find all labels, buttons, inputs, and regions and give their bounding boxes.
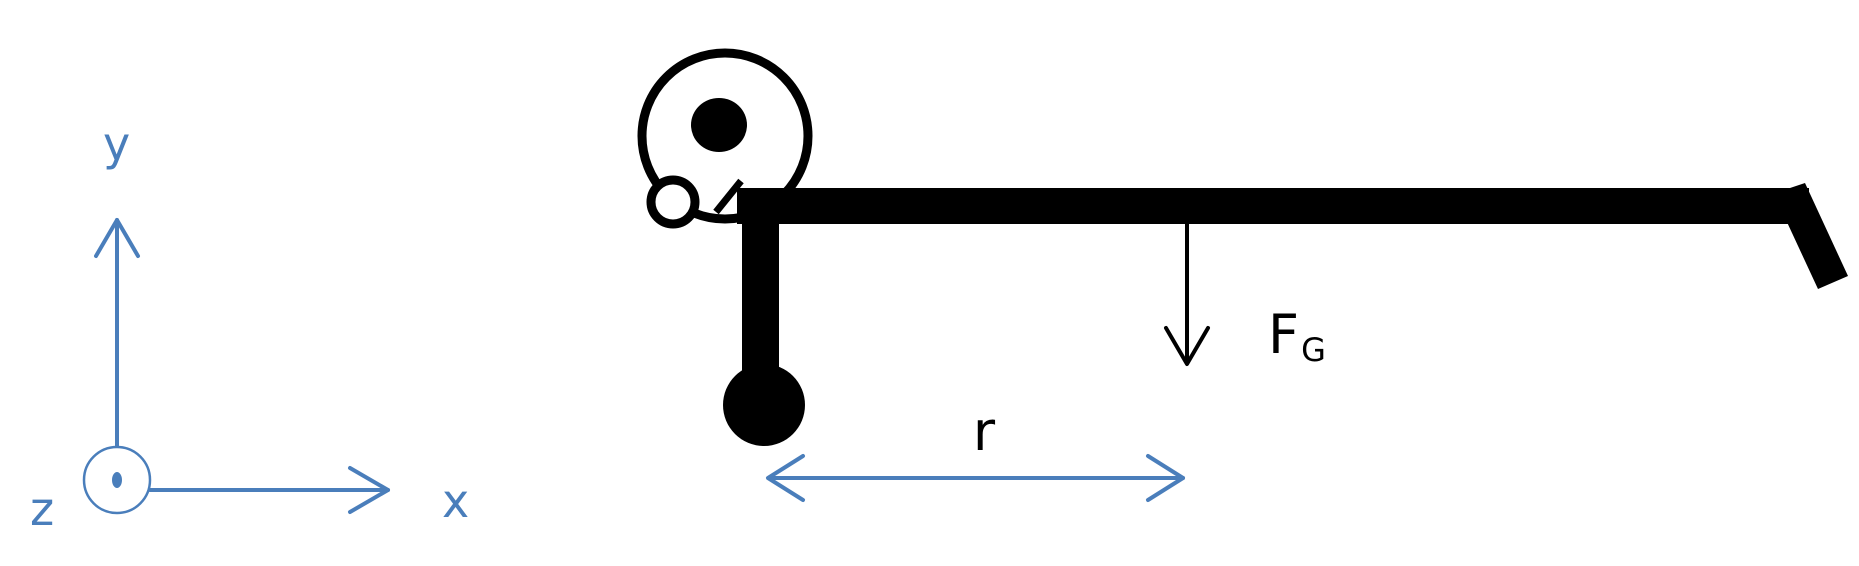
y-axis-arrowhead <box>94 218 140 258</box>
z-axis-dot <box>112 472 122 488</box>
pawl-line <box>713 178 744 215</box>
distance-label: r <box>973 400 996 463</box>
x-axis-arrowhead <box>348 466 390 514</box>
force-arrowhead <box>1164 326 1210 366</box>
coordinate-axes <box>82 218 390 515</box>
horizontal-beam <box>737 188 1809 224</box>
vertical-rod <box>742 218 779 376</box>
force-subscript: G <box>1301 331 1326 369</box>
distance-arrow <box>766 454 1185 502</box>
small-pin <box>646 175 700 229</box>
z-axis-circle <box>82 445 152 515</box>
x-axis-label: x <box>442 474 469 528</box>
beam-end-piece <box>1786 183 1848 289</box>
bottom-mass <box>723 364 805 446</box>
distance-arrowhead-right <box>1146 454 1185 502</box>
mechanism <box>637 48 1848 446</box>
z-axis-label: z <box>30 482 54 536</box>
pulley-hub <box>691 98 747 152</box>
force-symbol: F <box>1268 303 1299 366</box>
distance-arrowhead-left <box>766 454 805 502</box>
force-label: FG <box>1268 303 1326 369</box>
pulley-wheel <box>637 48 813 224</box>
y-axis-label: y <box>103 117 130 171</box>
